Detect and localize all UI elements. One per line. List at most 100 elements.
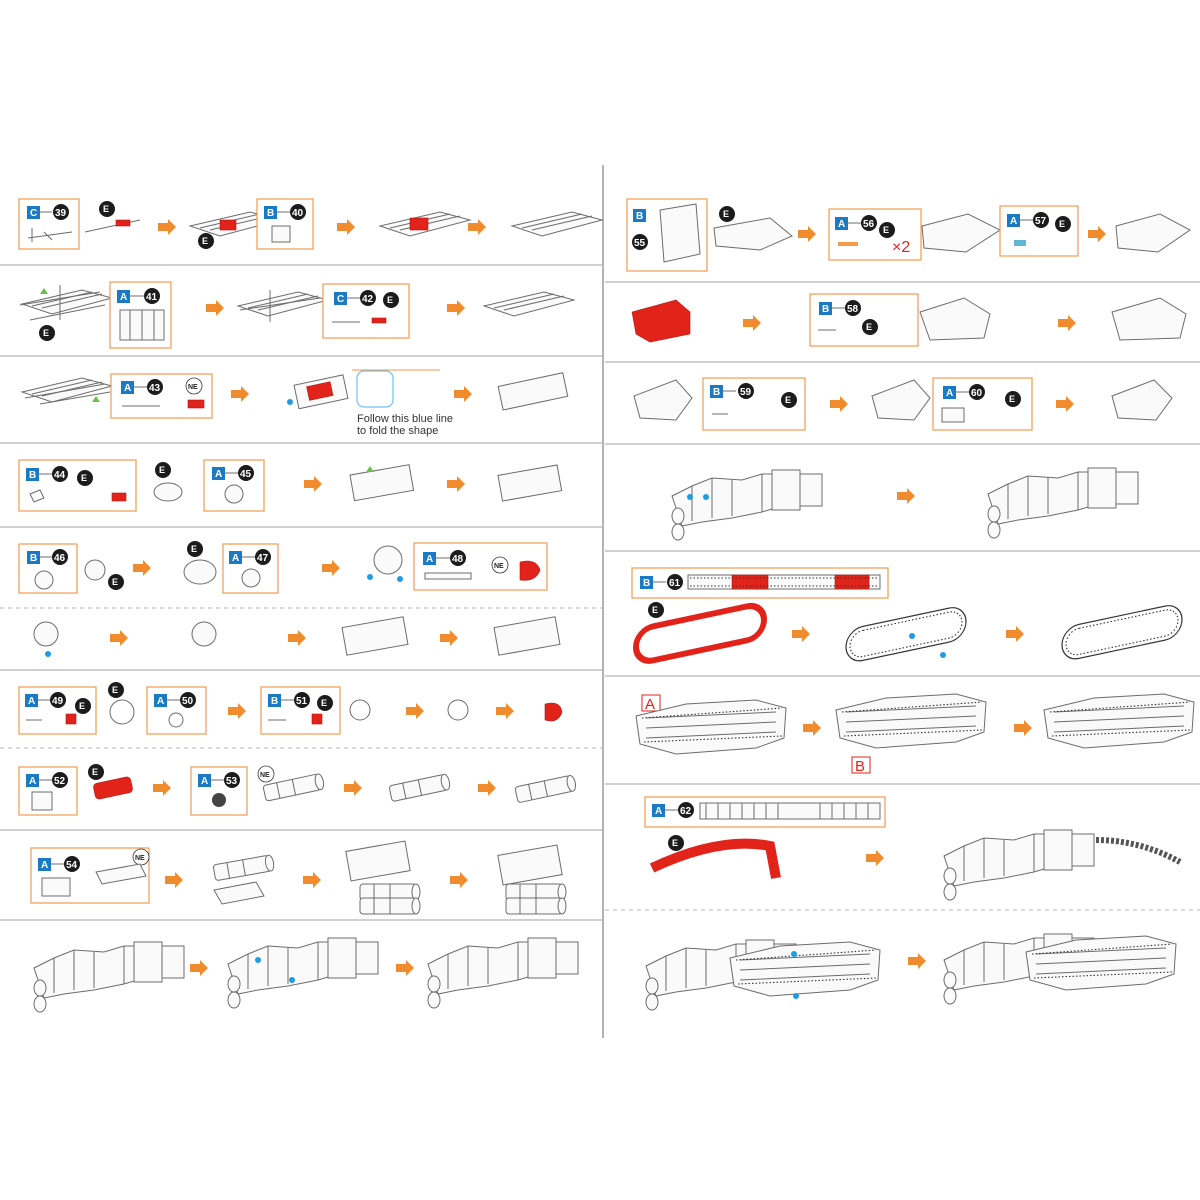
arrow-right-icon [228,703,246,719]
step-43-number: 43 [149,383,161,394]
arrow-right-icon [406,703,424,719]
svg-text:E: E [79,701,85,711]
row-body-assembly [33,937,579,1013]
arrow-right-icon [206,300,224,316]
svg-text:E: E [321,698,327,708]
part-track-loop [845,603,967,665]
row-steps-52-53: A 52 E A 53 NE [18,764,578,816]
arrow-right-icon [803,720,821,736]
arrow-right-icon [792,626,810,642]
step-50-number: 50 [182,696,194,707]
step-56-number: 56 [863,219,875,230]
row-step-62: A 62 E [644,796,1182,901]
row-body-front-assembly [671,467,1139,541]
step-49-sheet: A [28,696,35,707]
step-59-sheet: B [713,387,720,398]
e-badge: E [103,204,109,214]
part-cylinder [359,897,421,915]
part-body [427,937,579,1009]
step-39-sheet: C [30,208,37,219]
svg-text:E: E [866,322,872,332]
ne-badge: NE [188,384,198,391]
arrow-right-icon [304,476,322,492]
step-51-number: 51 [296,696,308,707]
part-body [987,467,1139,539]
arrow-right-icon [337,219,355,235]
step-53-number: 53 [226,776,238,787]
step-58-number: 58 [847,304,859,315]
svg-text:NE: NE [135,855,145,862]
svg-text:E: E [387,295,393,305]
svg-text:E: E [723,209,729,219]
step-54-number: 54 [66,860,78,871]
part-tank-hull [1043,693,1195,749]
row-step-48-assembly [33,616,561,657]
step-54-sheet: A [41,860,48,871]
step-45-sheet: A [215,469,222,480]
arrow-right-icon [496,703,514,719]
part-frame [511,211,603,237]
step-62-sheet: A [655,806,662,817]
arrow-right-icon [288,630,306,646]
svg-text:NE: NE [260,772,270,779]
arrow-right-icon [322,560,340,576]
arrow-right-icon [190,960,208,976]
svg-text:E: E [92,767,98,777]
step-41-sheet: A [120,292,127,303]
arrow-right-icon [830,396,848,412]
step-40-number: 40 [292,208,304,219]
row-track-mounting: A B [635,693,1195,775]
track-label-b: B [855,758,865,775]
step-41-number: 41 [146,292,158,303]
svg-text:E: E [112,577,118,587]
svg-text:E: E [785,395,791,405]
quantity-multiplier: ×2 [892,239,910,256]
row-steps-49-50-51: A 49 E E A 50 B 51 E [18,682,563,735]
row-step-58: B 58 E [631,293,1187,347]
part-tank-hull [835,693,987,749]
step-53-sheet: A [201,776,208,787]
row-steps-41-42: E A 41 C 42 E [19,281,575,349]
svg-text:E: E [672,838,678,848]
arrow-right-icon [908,953,926,969]
step-58-sheet: B [822,304,829,315]
arrow-right-icon [743,315,761,331]
svg-text:NE: NE [494,563,504,570]
arrow-right-icon [468,219,486,235]
step-42-sheet: C [337,294,344,305]
step-61-sheet: B [643,578,650,589]
row-final-assembly [645,933,1177,1011]
step-40-sheet: B [267,208,274,219]
part-track-loop [1061,601,1183,663]
arrow-right-icon [1006,626,1024,642]
step-59-number: 59 [740,387,752,398]
step-47-number: 47 [257,553,269,564]
arrow-right-icon [133,560,151,576]
step-57-sheet: A [1010,216,1017,227]
row-steps-44-45: B 44 E E A 45 [18,459,563,512]
arrow-right-icon [110,630,128,646]
step-42-number: 42 [362,294,374,305]
svg-text:E: E [191,544,197,554]
arrow-right-icon [450,872,468,888]
track-label-a: A [645,696,655,713]
step-46-sheet: B [30,553,37,564]
step-39-number: 39 [55,208,67,219]
arrow-right-icon [454,386,472,402]
arrow-right-icon [158,219,176,235]
svg-text:E: E [112,685,118,695]
arrow-right-icon [165,872,183,888]
step-44-sheet: B [29,470,36,481]
step-61-number: 61 [669,578,681,589]
step-57-number: 57 [1035,216,1047,227]
arrow-right-icon [1088,226,1106,242]
step-46-number: 46 [54,553,66,564]
step-45-number: 45 [240,469,252,480]
layout-grid [0,165,1200,1038]
svg-text:E: E [883,225,889,235]
step-52-sheet: A [29,776,36,787]
row-step-61: B 61 E [631,567,1183,665]
arrow-right-icon [153,780,171,796]
svg-text:E: E [652,605,658,615]
